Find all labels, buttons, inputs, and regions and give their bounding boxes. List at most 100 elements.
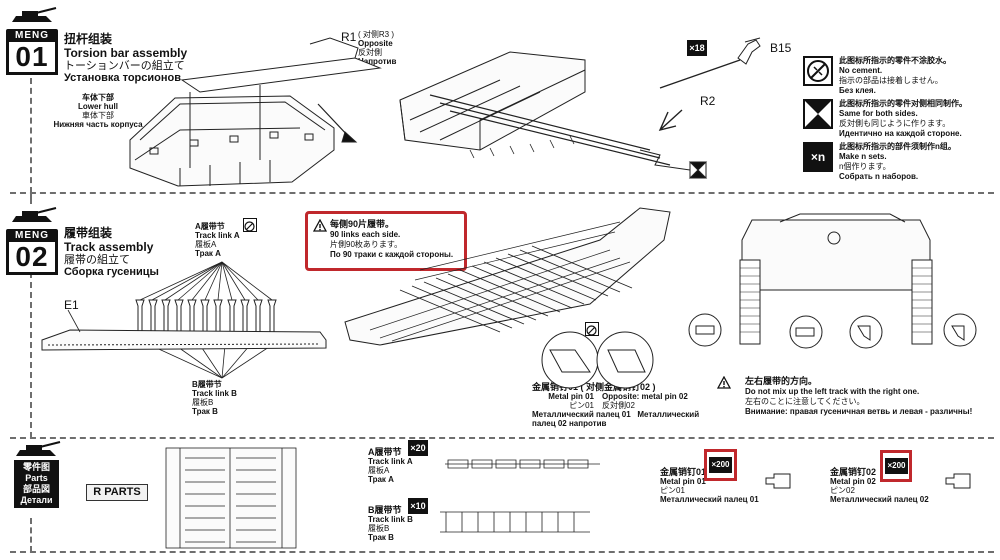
qty-link-b-badge: ×10 [408,498,428,514]
qty-r2-badge: ×18 [687,40,707,56]
direction-jp: 左右のことに注意してください。 [745,397,865,406]
warning-icon [717,376,731,389]
legend-1-ru: Без клея. [839,86,876,95]
link-b-chain [440,511,590,533]
sprue-tree-drawing [165,447,297,549]
opposite-r3-label: ( 对侧R3 ) Opposite 反対側 Напротив [358,30,408,66]
parts-zh: 零件图 [22,462,50,472]
parts-badge: 零件图 Parts 部品図 Детали [14,460,59,508]
legend-1-en: No cement. [839,66,883,75]
legend-1-jp: 指示の部品は接着しません。 [839,76,943,85]
title-ru: Сборка гусеницы [64,266,159,278]
parts-pin02-zh: 金属销钉02 [830,467,877,477]
tank-logo-icon [16,441,61,456]
pin-02-part [945,473,971,489]
r-parts-label: R PARTS [86,484,148,501]
qty-link-a-badge: ×20 [408,440,428,456]
legend-same-both-sides: 此图标所指示的零件对侧相同制作。 Same for both sides. 反対… [803,99,993,138]
note-zh: 每侧90片履带。 [330,219,395,229]
section-divider-2 [10,437,994,439]
legend-2-en: Same for both sides. [839,109,918,118]
section-divider-1 [10,192,994,194]
parts-link-a-ru: Трак A [368,475,394,484]
pin-zh: 金属销钉01 ( 对侧金属销钉02 ) [532,382,656,392]
legend-3-en: Make n sets. [839,152,887,161]
lower-hull-jp: 車体下部 [82,111,114,120]
parts-link-a-jp: 履板A [368,466,390,475]
legend-2-zh: 此图标所指示的零件对侧相同制作。 [839,99,967,108]
hull-torsion-drawing [399,51,708,179]
parts-ru: Детали [20,495,53,505]
part-r1-label: R1 [341,30,357,44]
title-jp: 履帯の組立て [64,254,130,266]
lower-hull-ru: Нижняя часть корпуса [53,120,143,129]
margin-rule [30,192,32,204]
title-en: Torsion bar assembly [64,46,188,60]
legend-no-cement: 此图标所指示的零件不涂胶水。 No cement. 指示の部品は接着しません。 … [803,56,993,95]
link-a-chain [445,459,600,469]
same-both-sides-icon [803,99,833,129]
direction-en: Do not mix up the left track with the ri… [745,387,920,396]
title-jp: トーションバーの組立て [64,60,185,72]
title-ru: Установка торсионов [64,72,181,84]
no-cement-icon [803,56,833,86]
parts-en: Parts [25,473,48,483]
parts-link-b-jp: 履板B [368,524,390,533]
warning-icon [313,219,327,232]
link-b-zh: B履带节 [192,380,222,389]
title-zh: 履带组装 [64,226,113,240]
legend-make-n-sets: ×n 此图标所指示的部件须制作n组。 Make n sets. n個作ります。 … [803,142,993,181]
parts-link-a-zh: A履带节 [368,447,402,457]
parts-jp: 部品図 [22,484,50,494]
lower-hull-en: Lower hull [78,102,118,111]
direction-zh: 左右履带的方向。 [745,376,818,386]
link-a-en: Track link A [195,231,240,240]
tank-logo-icon [12,207,57,222]
opposite-r3-jp: 反対側 [358,48,382,57]
parts-pin02-label: 金属销钉02 Metal pin 02 ピン02 Металлический п… [830,467,950,505]
pin-en2: Opposite: metal pin 02 [602,392,688,401]
parts-pin02-jp: ピン02 [830,486,855,495]
section-divider-3 [10,551,994,553]
legend-3-jp: n個作ります。 [839,162,891,171]
parts-pin01-en: Metal pin 01 [660,477,706,486]
step-badge-01: MENG 01 [6,6,58,75]
part-r2-label: R2 [700,94,716,108]
track-link-a-label: A履带节 Track link A 履板A Трак A [195,222,251,258]
parts-pin02-ru: Металлический палец 02 [830,495,929,504]
pin-ru1: Металлический палец 01 [532,410,631,419]
brand-label: MENG [6,229,58,242]
title-en: Track assembly [64,240,154,254]
make-n-sets-icon: ×n [803,142,833,172]
parts-pin01-label: 金属销钉01 Metal pin 01 ピン01 Металлический п… [660,467,780,505]
legend-1-zh: 此图标所指示的零件不涂胶水。 [839,56,951,65]
pin-ru2: Металлический палец 02 напротив [532,410,700,428]
torsion-bar-part [658,37,761,132]
brand-label: MENG [6,29,58,42]
parts-link-a-label: A履带节 Track link A 履板A Трак A [368,447,428,485]
note-en: 90 links each side. [330,230,401,239]
parts-link-b-label: B履带节 Track link B 履板B Трак B [368,506,428,543]
parts-pin01-ru: Металлический палец 01 [660,495,759,504]
opposite-r3-zh: ( 对侧R3 ) [358,30,394,39]
parts-pin01-zh: 金属销钉01 [660,467,707,477]
step2-title: 履带组装 Track assembly 履帯の組立て Сборка гусени… [64,226,159,278]
opposite-r3-en: Opposite [358,39,393,48]
lower-hull-zh: 车体下部 [82,93,114,102]
part-b15-label: B15 [770,41,792,55]
legend-2-ru: Идентично на каждой стороне. [839,129,962,138]
track-jig-e1 [41,309,327,351]
pin-jp1: ピン01 [569,401,594,410]
tank-rear-view [688,213,977,349]
metal-pin-label: 金属销钉01 ( 对侧金属销钉02 ) Metal pin 01 ピン01 Op… [532,382,712,429]
step-badge-02: MENG 02 [6,206,58,275]
link-a-ru: Трак A [195,249,221,258]
qty-pin01-frame: ×200 [704,449,737,481]
note-ru: По 90 траки с каждой стороны. [330,250,454,259]
parts-link-b-en: Track link B [368,515,413,524]
margin-rule [30,518,32,552]
link-a-jp: 履板A [195,240,217,249]
make-n-sets-glyph: ×n [810,150,826,164]
lower-hull-label: 车体下部 Lower hull 車体下部 Нижняя часть корпус… [44,93,152,129]
